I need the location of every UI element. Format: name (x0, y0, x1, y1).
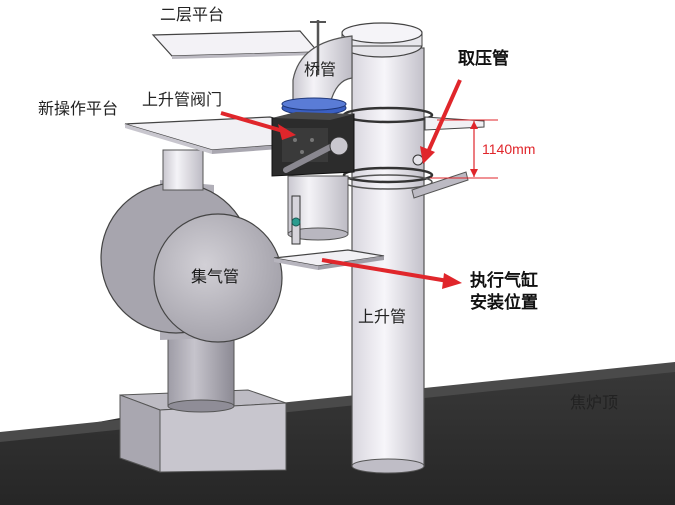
label-second-platform: 二层平台 (160, 5, 225, 24)
annotation-arrows (220, 79, 498, 289)
label-bridge-pipe: 桥管 (304, 60, 337, 79)
valve-lower-cylinder (287, 175, 349, 245)
dimension-label: 1140mm (482, 141, 536, 157)
label-pressure-pipe: 取压管 (458, 49, 509, 69)
second-floor-platform (151, 30, 320, 59)
oven-top-floor (0, 362, 675, 505)
label-oven-top: 焦炉顶 (570, 393, 619, 412)
label-actuator-line2: 安装位置 (470, 293, 538, 313)
label-riser-pipe: 上升管 (358, 307, 407, 326)
label-riser-valve: 上升管阀门 (142, 90, 223, 109)
riser-pipe (341, 22, 434, 474)
collector-base-block (119, 389, 287, 473)
label-new-platform: 新操作平台 (38, 99, 119, 118)
label-collector-main: 集气管 (191, 267, 240, 286)
riser-valve-body (271, 112, 355, 177)
collector-main-drum (100, 180, 283, 343)
collector-upper-pipe (162, 149, 204, 191)
label-actuator-line1: 执行气缸 (470, 271, 538, 291)
blue-flange (281, 97, 347, 116)
collector-support-column (167, 329, 235, 413)
